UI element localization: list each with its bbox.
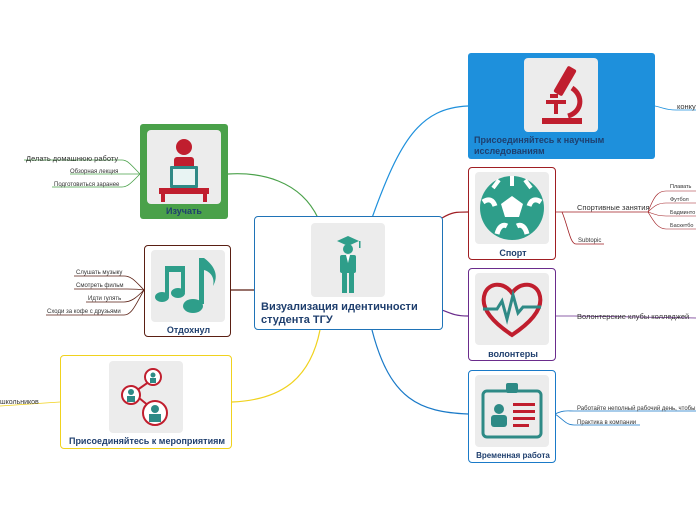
sport-title: Спорт: [499, 248, 527, 258]
research-title: Присоединяйтесь к научным исследованиям: [474, 135, 605, 156]
rest-leaf-3[interactable]: Идти гулять: [88, 296, 122, 302]
sport-subleaf-3[interactable]: Бадминто: [670, 210, 696, 216]
volunteer-leaf-1[interactable]: Волонтерские клубы колледжей: [577, 312, 690, 321]
rest-leaf-1[interactable]: Слушать музыку: [76, 270, 123, 276]
soccer-ball-icon: [475, 172, 549, 244]
study-title: Изучать: [166, 206, 202, 216]
id-card-icon: [475, 375, 549, 447]
study-leaf-3[interactable]: Подготовиться заранее: [54, 182, 120, 188]
study-leaf-1[interactable]: Делать домашнюю работу: [26, 154, 119, 163]
volunteer-title: волонтеры: [488, 349, 538, 359]
network-people-icon: [109, 361, 183, 433]
work-leaf-1[interactable]: Работайте неполный рабочий день, чтобы: [577, 406, 696, 412]
node-rest[interactable]: Отдохнул: [144, 245, 231, 337]
node-sport[interactable]: Спорт: [468, 167, 556, 260]
node-study[interactable]: Изучать: [140, 124, 228, 219]
central-title: Визуализация идентичности студента ТГУ: [261, 301, 418, 326]
music-note-icon: [151, 250, 225, 322]
rest-leaf-4[interactable]: Сходи за кофе с друзьями: [47, 309, 121, 315]
node-research[interactable]: Присоединяйтесь к научным исследованиям: [468, 53, 655, 159]
node-volunteer[interactable]: волонтеры: [468, 268, 556, 361]
work-leaf-2[interactable]: Практика в компании: [577, 420, 637, 426]
study-leaf-2[interactable]: Обзорная лекция: [70, 169, 119, 175]
sport-leaf-2[interactable]: Subtopic: [578, 238, 602, 244]
teacher-icon: [147, 130, 221, 204]
research-leaf-1[interactable]: конку: [677, 102, 696, 111]
microscope-icon: [524, 58, 598, 132]
central-topic[interactable]: Визуализация идентичности студента ТГУ: [254, 216, 443, 330]
heart-pulse-icon: [475, 273, 549, 345]
events-leaf-1[interactable]: школьников: [0, 399, 39, 406]
node-work[interactable]: Временная работа: [468, 370, 556, 463]
rest-title: Отдохнул: [166, 325, 211, 335]
sport-subleaf-2[interactable]: Футбол: [670, 197, 689, 203]
sport-subleaf-1[interactable]: Плавать: [670, 184, 692, 190]
sport-leaf-1[interactable]: Спортивные занятия: [577, 203, 650, 212]
sport-subleaf-4[interactable]: Баскетбо: [670, 223, 694, 229]
graduate-icon: [311, 223, 385, 297]
events-title: Присоединяйтесь к мероприятиям: [68, 436, 226, 446]
rest-leaf-2[interactable]: Смотреть фильм: [76, 283, 124, 289]
node-events[interactable]: Присоединяйтесь к мероприятиям: [60, 355, 232, 449]
work-title: Временная работа: [476, 451, 550, 460]
